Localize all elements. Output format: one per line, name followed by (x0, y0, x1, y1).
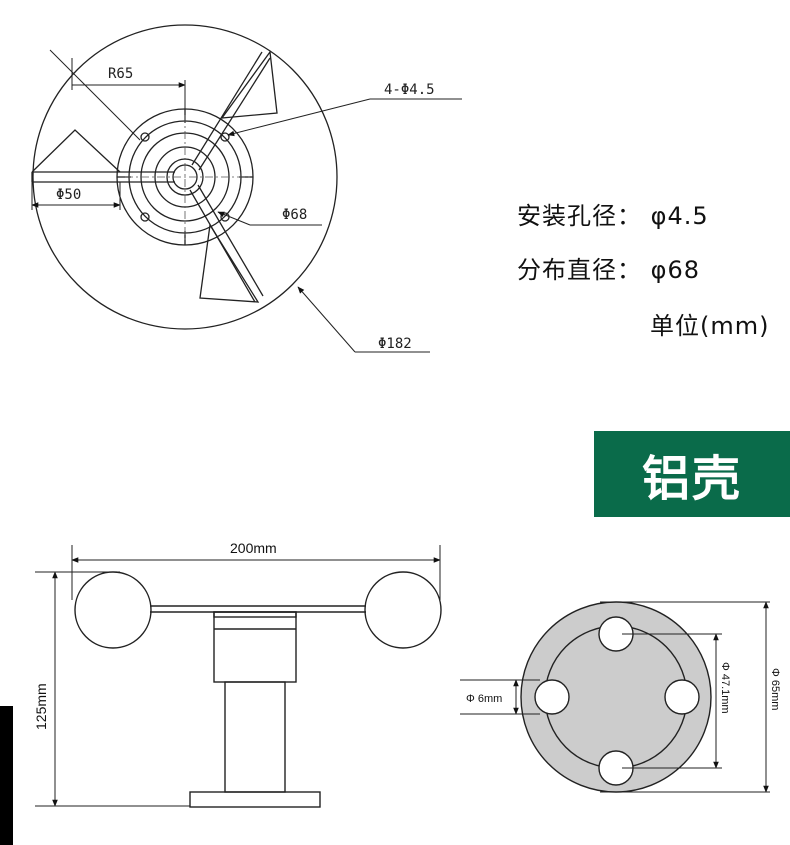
leader-d182 (297, 286, 430, 353)
hole-right (664, 679, 700, 715)
label-d182: Φ182 (378, 336, 412, 352)
base-plate (189, 791, 321, 808)
label-width: 200mm (230, 540, 277, 556)
mast (224, 681, 286, 793)
label-inner-47: Φ 47.1mm (719, 662, 731, 714)
dim-height (35, 571, 190, 807)
label-d68: Φ68 (282, 207, 307, 223)
dim-d50 (31, 182, 121, 210)
cup-arm-left (31, 129, 175, 183)
cup-left (74, 571, 152, 649)
hub-cap (213, 611, 297, 618)
label-r65: R65 (108, 66, 133, 82)
side-view (35, 545, 442, 808)
base-view (460, 601, 770, 793)
top-view (31, 24, 462, 353)
leader-holes (227, 98, 462, 137)
spec-unit: 单位(mm) (650, 312, 770, 340)
center-lines (125, 115, 250, 240)
cup-right (364, 571, 442, 649)
material-badge: 铝壳 (594, 431, 790, 517)
label-hole-6: Φ 6mm (466, 693, 502, 705)
hole-left (534, 679, 570, 715)
label-d50: Φ50 (56, 187, 81, 203)
cup-arm-lower (189, 184, 264, 303)
hub-body (213, 611, 297, 683)
label-outer-65: Φ 65mm (769, 668, 781, 710)
cup-arm-upper (191, 50, 278, 171)
leader-d68 (217, 211, 322, 226)
label-height: 125mm (33, 683, 49, 730)
label-holes: 4-Φ4.5 (384, 82, 435, 98)
dim-r65 (49, 49, 186, 141)
spec-distribution-diameter: 分布直径： φ68 (517, 256, 700, 284)
spec-hole-diameter: 安装孔径： φ4.5 (517, 202, 709, 230)
edge-bar (0, 706, 13, 845)
outer-circle-182 (32, 24, 338, 330)
dim-base (460, 601, 770, 793)
